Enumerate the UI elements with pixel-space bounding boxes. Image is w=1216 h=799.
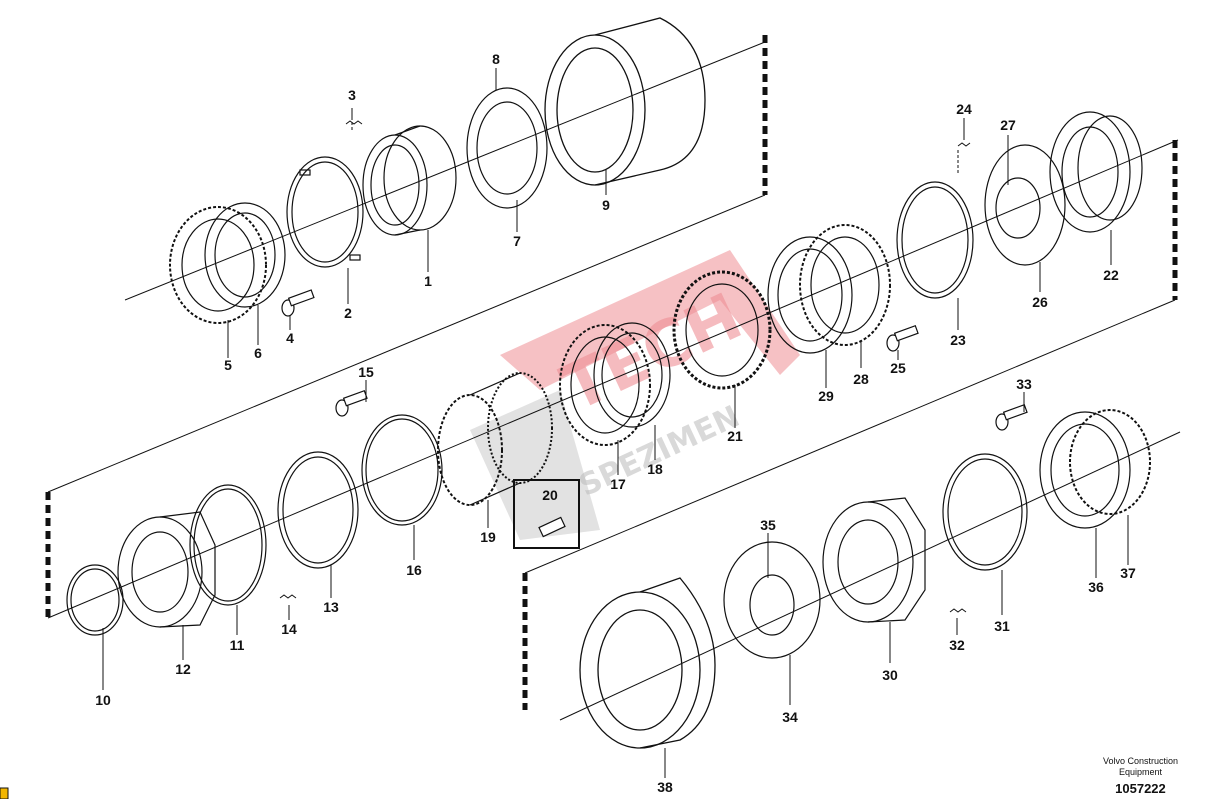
part-30-piston [822,497,926,623]
label-part-31: 31 [994,618,1010,634]
part-17-friction-disc [559,324,651,446]
part-11-seal-ring [189,484,267,606]
part-23-retainer-ring [896,181,974,299]
part-38-drum [579,577,716,749]
label-part-20: 20 [542,487,558,503]
label-part-16: 16 [406,562,422,578]
part-5-friction-disc [169,206,267,324]
part-15-bolt [335,389,368,417]
part-labels: 1 2 3 4 5 6 7 8 9 10 11 12 13 14 15 16 1… [95,51,1136,795]
part-6-steel-disc [204,202,286,308]
label-part-12: 12 [175,661,191,677]
label-part-25: 25 [890,360,906,376]
part-14-spring [279,594,297,599]
label-part-9: 9 [602,197,610,213]
part-34-seal-ring [723,541,821,659]
label-part-7: 7 [513,233,521,249]
label-part-29: 29 [818,388,834,404]
label-part-22: 22 [1103,267,1119,283]
label-part-1: 1 [424,273,432,289]
part-29-steel-disc [767,236,853,354]
label-part-2: 2 [344,305,352,321]
credit-block: Volvo Construction Equipment 1057222 [1103,756,1178,796]
part-12-piston [117,511,216,628]
part-35-inner-ring [749,574,795,636]
part-16-snap-ring [361,414,443,526]
part-26-seal-ring [984,144,1066,266]
label-part-3: 3 [348,87,356,103]
label-part-23: 23 [950,332,966,348]
part-20-key-box [513,479,580,549]
part-33-bolt [995,403,1028,431]
credit-line-2: Equipment [1118,767,1162,777]
label-part-26: 26 [1032,294,1048,310]
part-1-piston [362,125,457,236]
label-part-34: 34 [782,709,798,725]
label-part-10: 10 [95,692,111,708]
part-36-steel-disc [1039,411,1131,529]
label-part-8: 8 [492,51,500,67]
part-28-friction-disc [799,224,891,346]
part-9-drum [544,17,706,186]
label-part-33: 33 [1016,376,1032,392]
label-part-18: 18 [647,461,663,477]
part-13-retainer-ring [277,451,359,569]
part-2-retainer-ring [286,156,364,268]
label-part-19: 19 [480,529,496,545]
credit-line-1: Volvo Construction [1102,756,1178,766]
label-part-5: 5 [224,357,232,373]
label-part-30: 30 [882,667,898,683]
label-part-35: 35 [760,517,776,533]
label-part-36: 36 [1088,579,1104,595]
label-part-28: 28 [853,371,869,387]
label-part-14: 14 [281,621,297,637]
label-part-6: 6 [254,345,262,361]
part-25-bolt [886,324,919,352]
label-part-37: 37 [1120,565,1136,581]
part-22-piston [1049,111,1143,233]
leader-lines [102,68,1129,778]
part-4-bolt [281,289,315,317]
label-part-11: 11 [230,637,245,653]
part-32-spring [949,608,967,613]
part-10-o-ring [66,564,124,636]
label-part-17: 17 [610,476,626,492]
warning-badge-icon [0,787,9,799]
label-part-21: 21 [727,428,743,444]
part-3-spring [345,110,363,130]
label-part-13: 13 [323,599,339,615]
part-37-friction-disc [1069,409,1151,515]
part-24-spring [957,142,971,175]
label-part-24: 24 [956,101,972,117]
part-21-gear [672,270,772,390]
label-part-27: 27 [1000,117,1016,133]
drawing-code: 1057222 [1115,781,1166,796]
part-18-steel-disc [593,322,671,428]
axis-lines [47,41,1181,721]
watermark: TECH SPEZIMEN [470,250,800,540]
label-part-38: 38 [657,779,673,795]
label-part-4: 4 [286,330,294,346]
label-part-15: 15 [358,364,374,380]
part-8-seal-ring [466,87,548,209]
label-part-32: 32 [949,637,965,653]
part-31-retainer-ring [942,453,1028,571]
part-19-hub [437,372,553,506]
section-borders [45,35,1178,710]
